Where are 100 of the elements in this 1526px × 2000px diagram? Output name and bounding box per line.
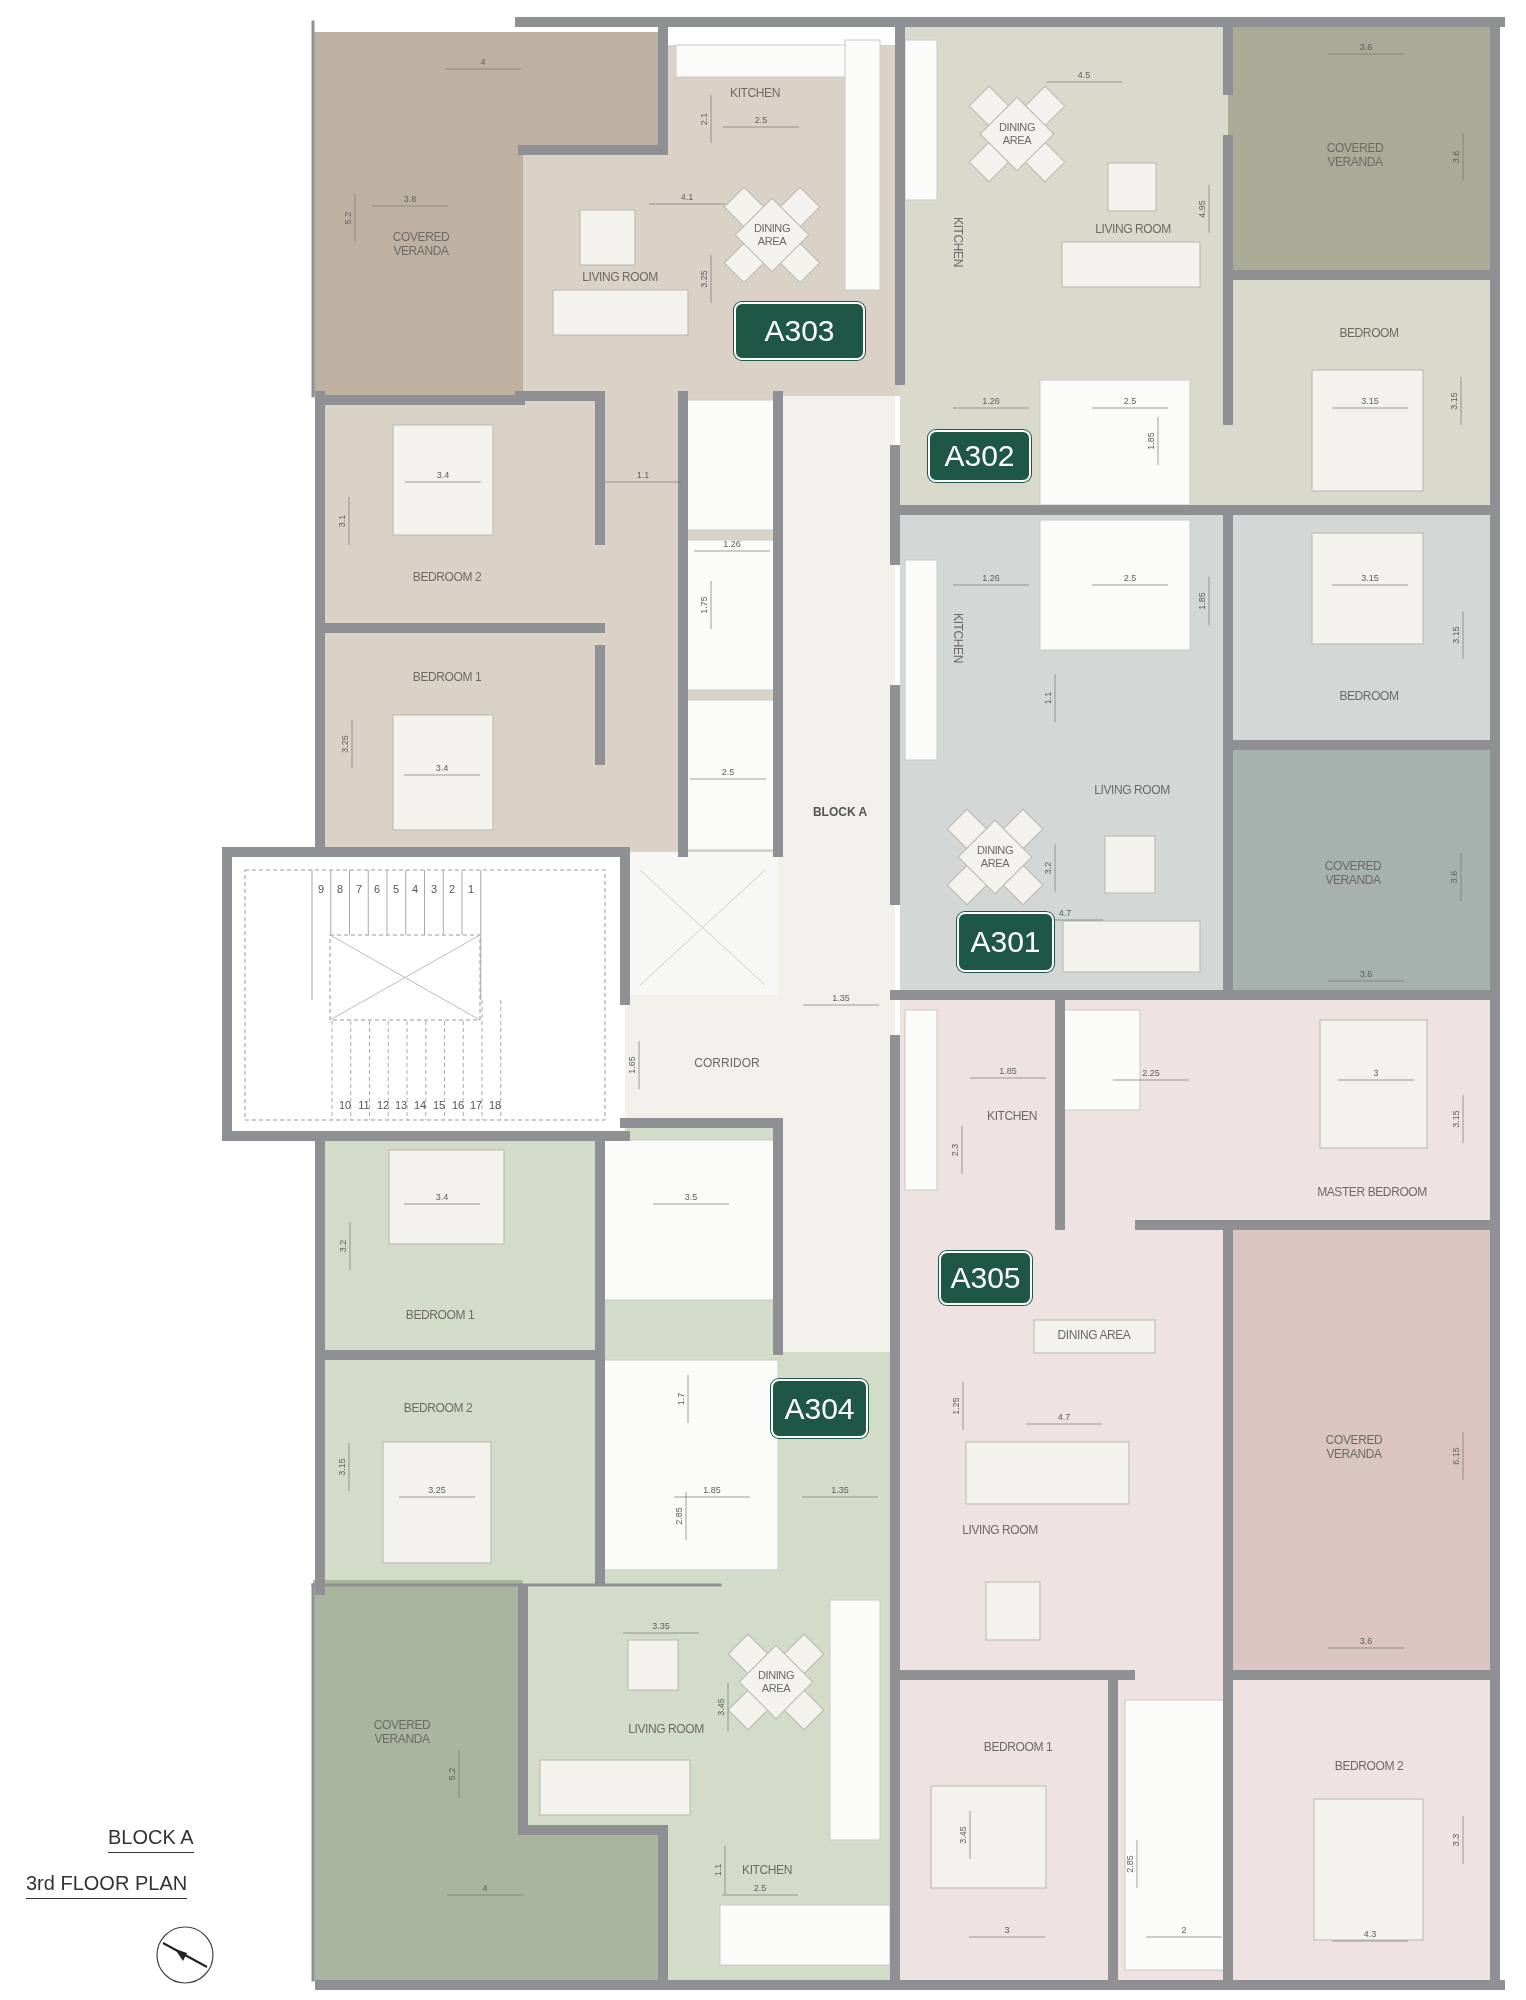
step-number: 5 — [392, 883, 400, 895]
step-number: 14 — [413, 1099, 427, 1111]
dimension-label: 1.1 — [636, 470, 650, 480]
dimension-label: 3.5 — [684, 1192, 698, 1202]
dimension-label: 4 — [482, 1883, 488, 1893]
dimension-label: 2.5 — [721, 767, 735, 777]
dimension-label: 1.85 — [999, 1066, 1017, 1076]
dimension-label: 3.15 — [337, 1458, 347, 1476]
dimension-label: 2 — [1181, 1925, 1187, 1935]
dimension-label: 3.25 — [699, 270, 709, 288]
step-number: 16 — [451, 1099, 465, 1111]
dimension-label: 1.26 — [982, 396, 1000, 406]
dimension-label: 4 — [480, 57, 486, 67]
room-label: LIVING ROOM — [582, 271, 658, 285]
step-number: 15 — [432, 1099, 446, 1111]
room-label: BEDROOM 1 — [405, 1309, 475, 1323]
unit-tag: A305 — [939, 1251, 1032, 1305]
dimension-label: 3.25 — [340, 735, 350, 753]
step-number: 12 — [376, 1099, 390, 1111]
room-label: COVERED VERANDA — [1309, 1434, 1399, 1462]
dimension-label: 4.3 — [1363, 1929, 1377, 1939]
dimension-label: 4.7 — [1058, 908, 1072, 918]
room-label: COVERED VERANDA — [376, 231, 466, 259]
step-number: 8 — [336, 883, 344, 895]
room-label: LIVING ROOM — [1095, 223, 1171, 237]
dimension-label: 3.6 — [1359, 969, 1373, 979]
room-label: MASTER BEDROOM — [1317, 1186, 1427, 1200]
dimension-label: 1.85 — [1146, 432, 1156, 450]
dimension-label: 3.3 — [1451, 1833, 1461, 1847]
step-number: 7 — [355, 883, 363, 895]
step-number: 13 — [394, 1099, 408, 1111]
dimension-label: 1.85 — [1197, 592, 1207, 610]
unit-tag: A301 — [957, 912, 1054, 972]
dimension-label: 2.3 — [950, 1143, 960, 1157]
dimension-label: 1.35 — [832, 993, 850, 1003]
dimension-label: 1.85 — [703, 1485, 721, 1495]
dimension-label: 2.5 — [1123, 573, 1137, 583]
dimension-label: 4.5 — [1077, 70, 1091, 80]
dimension-label: 3.15 — [1449, 392, 1459, 410]
dimension-label: 3.15 — [1361, 573, 1379, 583]
unit-tag: A303 — [734, 302, 865, 360]
dimension-label: 5.2 — [447, 1767, 457, 1781]
room-label: BEDROOM — [1339, 690, 1399, 704]
step-number: 9 — [317, 883, 325, 895]
dimension-label: 1.1 — [713, 1863, 723, 1877]
room-label: BEDROOM 2 — [412, 571, 482, 585]
room-label: BEDROOM 1 — [412, 671, 482, 685]
room-label: COVERED VERANDA — [1308, 860, 1398, 888]
dimension-label: 1.35 — [831, 1485, 849, 1495]
unit-tag: A302 — [928, 430, 1031, 482]
dimension-label: 3.25 — [428, 1485, 446, 1495]
room-label: COVERED VERANDA — [357, 1719, 447, 1747]
dimension-label: 3.4 — [435, 1192, 449, 1202]
dimension-label: 1.26 — [723, 539, 741, 549]
room-label: KITCHEN — [742, 1864, 792, 1878]
dimension-label: 3.15 — [1451, 1110, 1461, 1128]
room-label: LIVING ROOM — [1094, 784, 1170, 798]
dimension-label: 3.6 — [1359, 42, 1373, 52]
dimension-label: 3.45 — [716, 1698, 726, 1716]
dimension-label: 3.45 — [958, 1826, 968, 1844]
step-number: 6 — [373, 883, 381, 895]
dimension-label: 3.4 — [436, 470, 450, 480]
dimension-label: 1.1 — [1043, 691, 1053, 705]
dimension-label: 2.85 — [674, 1507, 684, 1525]
room-label: COVERED VERANDA — [1310, 142, 1400, 170]
dimension-label: 6.15 — [1451, 1447, 1461, 1465]
plan-subtitle: 3rd FLOOR PLAN — [26, 1872, 188, 1899]
step-number: 3 — [430, 883, 438, 895]
dimension-label: 3.6 — [1359, 1636, 1373, 1646]
step-number: 18 — [488, 1099, 502, 1111]
dimension-label: 3 — [1373, 1068, 1379, 1078]
dimension-label: 3.15 — [1361, 396, 1379, 406]
room-label: LIVING ROOM — [628, 1723, 704, 1737]
dimension-label: 2.1 — [699, 112, 709, 126]
room-label: LIVING ROOM — [962, 1524, 1038, 1538]
room-label: BEDROOM — [1339, 327, 1399, 341]
dimension-label: 5.2 — [343, 211, 353, 225]
room-label: KITCHEN — [950, 613, 964, 663]
dimension-label: 1.7 — [676, 1392, 686, 1406]
room-label: KITCHEN — [950, 217, 964, 267]
step-number: 2 — [448, 883, 456, 895]
dimension-label: 3 — [1004, 1925, 1010, 1935]
dimension-label: 1.26 — [982, 573, 1000, 583]
step-number: 11 — [358, 1099, 370, 1111]
dimension-label: 2.5 — [754, 115, 768, 125]
dimension-label: 4.1 — [680, 192, 694, 202]
dimension-label: 3.1 — [337, 514, 347, 528]
block-label: BLOCK A — [812, 806, 868, 818]
dimension-label: 3.4 — [435, 763, 449, 773]
plan-title: BLOCK A — [108, 1826, 194, 1853]
dimension-label: 1.65 — [627, 1056, 637, 1074]
room-label: BEDROOM 2 — [1334, 1760, 1404, 1774]
room-label: KITCHEN — [987, 1110, 1037, 1124]
dimension-label: 4.95 — [1197, 200, 1207, 218]
dimension-label: 3.15 — [1451, 626, 1461, 644]
room-label: BEDROOM 1 — [983, 1741, 1053, 1755]
dimension-label: 3.35 — [652, 1621, 670, 1631]
step-number: 1 — [467, 883, 475, 895]
dimension-label: 1.25 — [951, 1397, 961, 1415]
step-number: 4 — [411, 883, 419, 895]
